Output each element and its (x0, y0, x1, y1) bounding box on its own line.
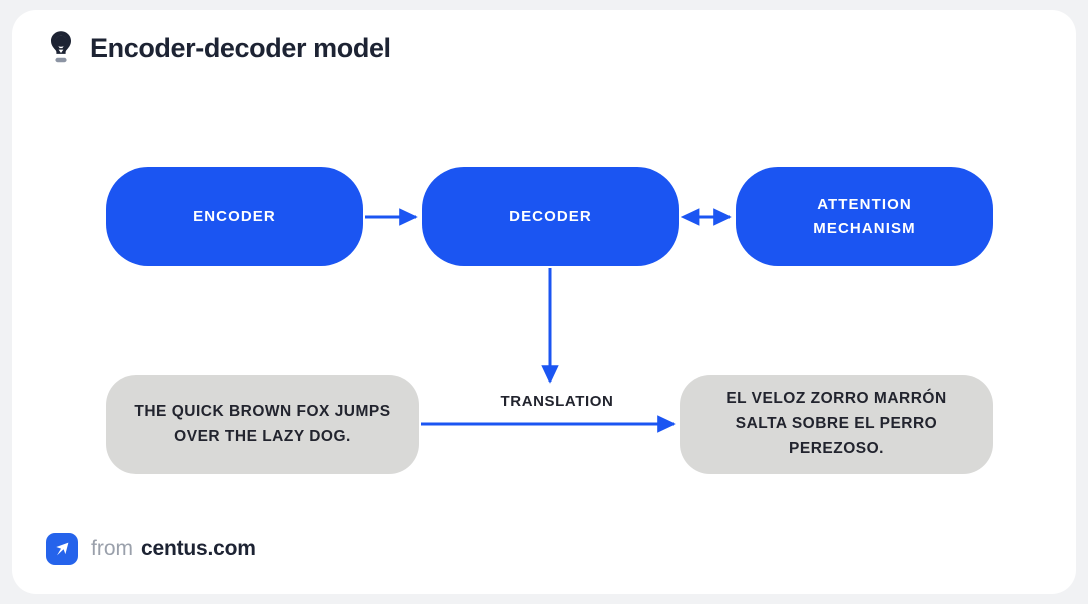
node-encoder[interactable]: ENCODER (106, 167, 363, 266)
node-source-text[interactable]: THE QUICK BROWN FOX JUMPS OVER THE LAZY … (106, 375, 419, 474)
node-target-label: EL VELOZ ZORRO MARRÓN SALTA SOBRE EL PER… (726, 390, 947, 457)
node-source-label: THE QUICK BROWN FOX JUMPS OVER THE LAZY … (134, 402, 391, 445)
footer-attribution: from centus.com (46, 533, 256, 565)
lightbulb-icon (46, 28, 76, 68)
node-decoder-label: DECODER (509, 207, 592, 225)
node-decoder[interactable]: DECODER (422, 167, 679, 266)
footer-prefix: from (91, 537, 133, 560)
node-attention-mechanism[interactable]: ATTENTION MECHANISM (736, 167, 993, 266)
content-card: Encoder-decoder model (12, 10, 1076, 594)
edge-label-translation: TRANSLATION (500, 393, 614, 410)
diagram-canvas: ENCODER DECODER ATTENTION MECHANISM THE … (12, 10, 1076, 594)
node-encoder-label: ENCODER (193, 207, 276, 225)
footer-site-name[interactable]: centus.com (141, 537, 256, 560)
node-target-text[interactable]: EL VELOZ ZORRO MARRÓN SALTA SOBRE EL PER… (680, 375, 993, 474)
node-attention-label: ATTENTION MECHANISM (813, 196, 916, 237)
paper-plane-icon (46, 533, 78, 565)
page-header: Encoder-decoder model (46, 28, 391, 68)
page-title: Encoder-decoder model (90, 32, 391, 63)
diagram-arrows (365, 208, 732, 433)
